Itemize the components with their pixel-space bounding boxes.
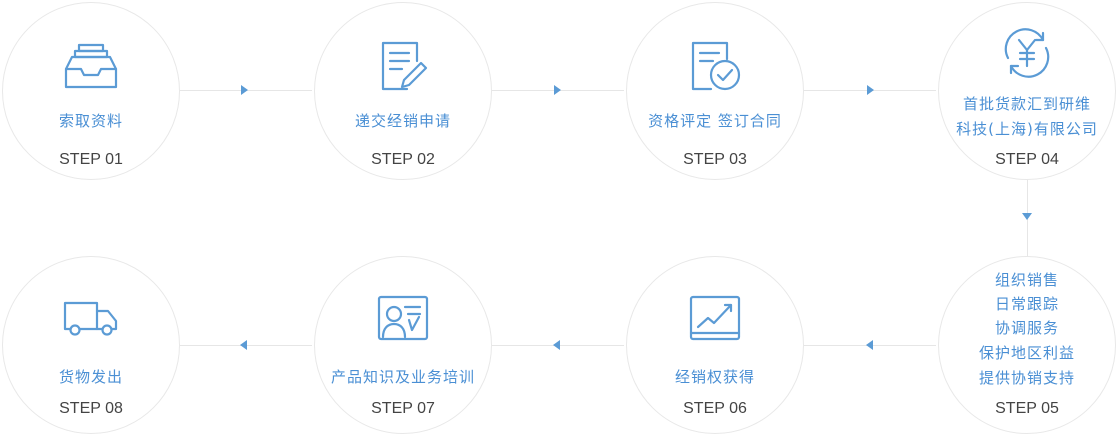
step-08: 货物发出 STEP 08 [2, 256, 180, 434]
step-03: 资格评定 签订合同 STEP 03 [626, 2, 804, 180]
step-06: 经销权获得 STEP 06 [626, 256, 804, 434]
step-05-label-line-3: 协调服务 [994, 319, 1059, 337]
step-08-number: STEP 08 [59, 400, 123, 417]
step-04-number: STEP 04 [995, 151, 1059, 168]
arrow-7-8 [240, 340, 247, 350]
step-02-number: STEP 02 [371, 151, 435, 168]
training-board-icon [377, 295, 429, 341]
document-pen-icon [381, 41, 428, 91]
arrow-2-3 [554, 85, 561, 95]
step-02: 递交经销申请 STEP 02 [314, 2, 492, 180]
step-01-number: STEP 01 [59, 151, 123, 168]
step-06-number: STEP 06 [683, 400, 747, 417]
arrow-5-6 [866, 340, 873, 350]
arrow-3-4 [867, 85, 874, 95]
step-07-number: STEP 07 [371, 400, 435, 417]
step-08-label: 货物发出 [58, 368, 123, 386]
step-05: 组织销售 日常跟踪 协调服务 保护地区利益 提供协销支持 STEP 05 [938, 256, 1116, 434]
delivery-truck-icon [63, 301, 118, 336]
document-check-icon [691, 41, 741, 91]
step-06-label: 经销权获得 [674, 368, 755, 386]
step-04: 首批货款汇到研维 科技(上海)有限公司 STEP 04 [938, 2, 1116, 180]
step-01: 索取资料 STEP 01 [2, 2, 180, 180]
step-05-label-line-5: 提供协销支持 [978, 369, 1075, 387]
step-03-label: 资格评定 签订合同 [648, 112, 782, 130]
arrow-4-5 [1022, 213, 1032, 220]
inbox-tray-icon [64, 43, 118, 89]
step-05-number: STEP 05 [995, 400, 1059, 417]
step-05-label-line-4: 保护地区利益 [978, 344, 1075, 362]
step-05-label-line-2: 日常跟踪 [994, 295, 1059, 313]
arrow-1-2 [241, 85, 248, 95]
step-05-label-line-1: 组织销售 [994, 271, 1059, 289]
step-04-label-line-1: 首批货款汇到研维 [962, 95, 1091, 113]
step-03-number: STEP 03 [683, 151, 747, 168]
step-02-label: 递交经销申请 [354, 112, 451, 130]
step-04-label-line-2: 科技(上海)有限公司 [956, 120, 1098, 138]
line-chart-icon [689, 295, 741, 341]
arrow-6-7 [553, 340, 560, 350]
step-07: 产品知识及业务培训 STEP 07 [314, 256, 492, 434]
step-07-label: 产品知识及业务培训 [330, 368, 475, 386]
step-01-label: 索取资料 [58, 112, 123, 130]
yuan-cycle-icon [1004, 28, 1050, 78]
